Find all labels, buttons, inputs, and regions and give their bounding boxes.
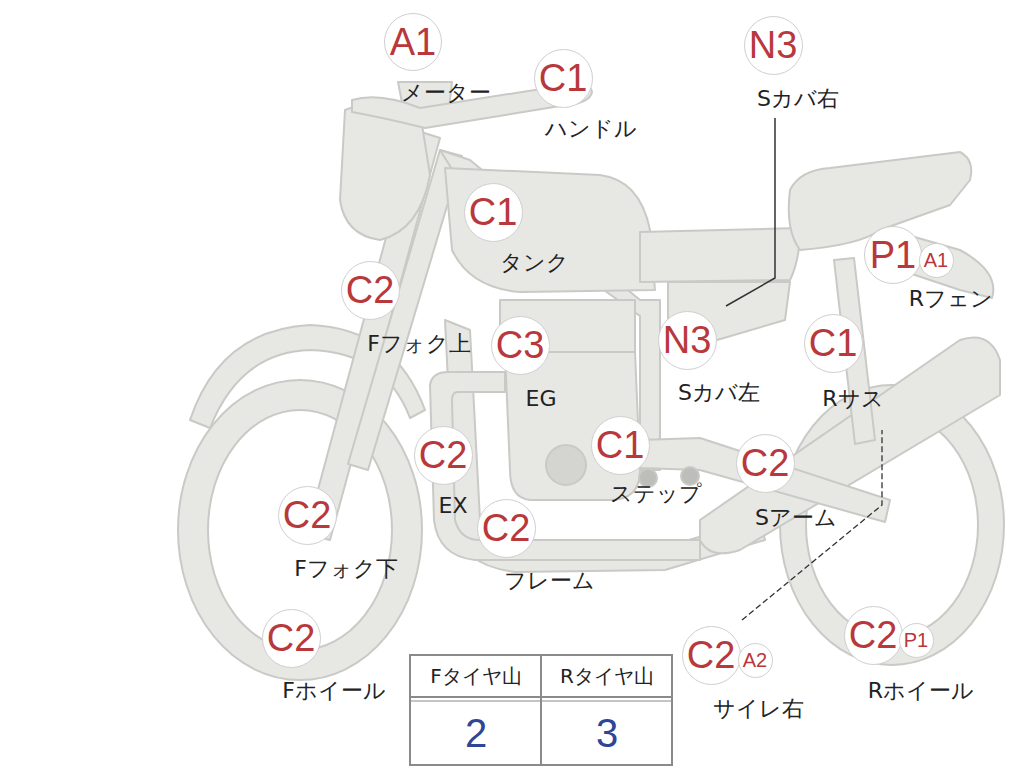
callout-number: N3 (749, 26, 798, 64)
part-name: Sカバ左 (678, 381, 760, 405)
engine-cover (546, 445, 586, 485)
code-circle: A1メーター (384, 13, 442, 71)
callout-number: C1 (809, 324, 858, 362)
callout-number: C2 (267, 619, 316, 657)
part-name: EG (526, 387, 557, 411)
code-circle: C1ハンドル (534, 49, 593, 108)
callout-number: C1 (596, 426, 645, 464)
part-name: Rフェン (909, 287, 993, 311)
code-circle: C2Sアーム (736, 434, 795, 493)
code-circle: N3Sカバ左 (658, 311, 717, 370)
leader-line (726, 118, 775, 306)
callout-number: C1 (469, 193, 518, 231)
code-circle: A1 (919, 243, 954, 278)
part-name: Fホイール (282, 679, 386, 703)
code-circle: C2Fフォク下 (278, 486, 337, 545)
code-circle: N3Sカバ右 (744, 16, 803, 75)
tank (445, 168, 655, 292)
callout-number: A2 (743, 650, 767, 670)
callout-number: C2 (482, 509, 531, 547)
part-name: Sアーム (755, 506, 837, 530)
callout-number: A1 (390, 23, 436, 61)
code-circle: C2EX (414, 426, 473, 485)
callout-number: C2 (849, 616, 898, 654)
code-circle: C2Fホイール (262, 609, 321, 668)
callout-number: N3 (663, 321, 712, 359)
code-circle: C1タンク (464, 183, 523, 242)
part-name: EX (439, 494, 468, 518)
part-name: フレーム (504, 569, 595, 593)
callout-number: P1 (870, 236, 916, 274)
callout-number: P1 (904, 630, 928, 650)
part-name: Fフォク下 (294, 557, 398, 581)
seat (640, 228, 800, 282)
callout-number: C2 (283, 496, 332, 534)
code-circle: C3EG (491, 316, 550, 375)
part-name: Rホイール (868, 679, 974, 703)
callout-number: C1 (539, 59, 588, 97)
part-name: ハンドル (545, 117, 637, 141)
callout-number: A1 (924, 250, 948, 270)
part-name: メーター (401, 81, 491, 105)
front-wheel (178, 380, 422, 680)
callout-number: C2 (741, 444, 790, 482)
part-name: サイレ右 (713, 697, 804, 721)
table-frame (410, 655, 672, 765)
table-header: Fタイヤ山 (412, 657, 540, 695)
code-circle: C1Rサス (804, 314, 863, 373)
part-name: タンク (500, 251, 569, 275)
part-name: Rサス (822, 387, 883, 411)
code-circle: C2Rホイール (844, 606, 903, 665)
part-name: Sカバ右 (757, 87, 839, 111)
callout-number: C2 (346, 271, 395, 309)
table-value: 3 (543, 703, 671, 763)
table-value: 2 (412, 703, 540, 763)
callout-number: C3 (496, 326, 545, 364)
part-name: ステップ (610, 482, 702, 506)
code-circle: C2フレーム (477, 499, 536, 558)
table-header: Rタイヤ山 (543, 657, 671, 695)
part-name: Fフォク上 (367, 332, 471, 356)
code-circle: P1Rフェン (864, 226, 922, 284)
code-circle: A2 (738, 643, 773, 678)
code-circle: C1ステップ (591, 416, 650, 475)
code-circle: C2Fフォク上 (341, 261, 400, 320)
callout-number: C2 (687, 636, 736, 674)
table-rule (540, 655, 542, 765)
code-circle: C2サイレ右 (682, 626, 741, 685)
code-circle: P1 (899, 623, 934, 658)
callout-number: C2 (419, 436, 468, 474)
